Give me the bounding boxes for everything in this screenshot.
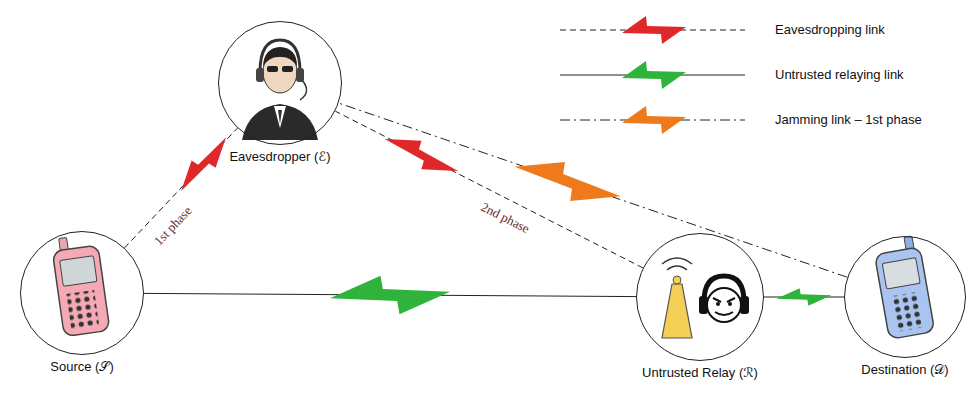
legend-text: Jamming link – 1st phase: [775, 112, 922, 127]
node-label: Source (𝒮): [50, 359, 113, 375]
source-phone: [51, 233, 110, 336]
node-circle: Destination (𝒟): [844, 236, 966, 358]
node-circle: Eavesdropper (ℰ): [218, 21, 342, 145]
devil-listener: [699, 276, 749, 322]
node-circle: Source (𝒮): [20, 231, 144, 355]
link-connector: [339, 103, 848, 277]
node-label: Untrusted Relay (ℛ): [642, 365, 758, 380]
link-connector: [125, 128, 238, 248]
legend-samples: [560, 16, 745, 134]
phase-label: 2nd phase: [477, 198, 534, 238]
relay-antenna: [662, 258, 692, 338]
node-label: Destination (𝒟): [861, 362, 948, 378]
link-connector: [144, 275, 636, 314]
legend-text: Eavesdropping link: [775, 22, 885, 37]
phase-label: 1st phase: [149, 201, 196, 250]
destination-phone: [872, 235, 934, 339]
link-connector: [335, 111, 643, 268]
node-label: Eavesdropper (ℰ): [229, 149, 330, 164]
link-connector: [764, 288, 844, 306]
eavesdropper-figure: [242, 40, 318, 140]
node-circle: Untrusted Relay (ℛ): [636, 233, 764, 361]
legend-text: Untrusted relaying link: [775, 67, 904, 82]
